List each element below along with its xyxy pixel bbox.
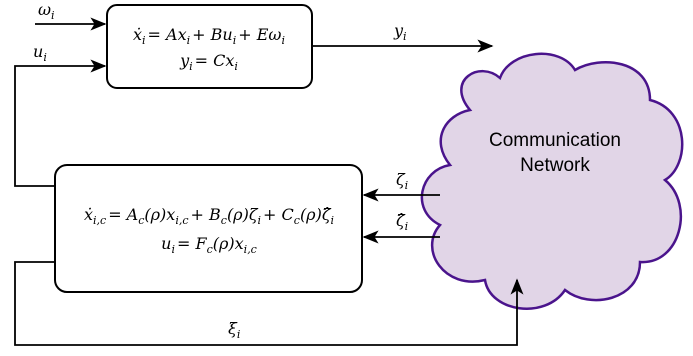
controller-block xyxy=(54,164,363,293)
zeta-label: ζi xyxy=(396,170,408,192)
xi-label: ξi xyxy=(228,319,240,341)
xi-arrow xyxy=(14,261,524,346)
zeta-hat-label: ζ̂i xyxy=(396,211,408,233)
communication-network-cloud xyxy=(420,52,684,310)
controller-equation-output: ui= Fc(ρ)xi,c xyxy=(161,234,257,256)
u-label: ui xyxy=(33,42,47,64)
network-label-line2: Network xyxy=(520,155,590,176)
plant-equation-state: ẋi= Axi+ Bui+ Eωi xyxy=(133,25,285,47)
u-feedback-arrow xyxy=(14,59,107,187)
y-label: yi xyxy=(393,21,407,43)
plant-equation-output: yi= Cxi xyxy=(179,51,238,73)
controller-equation-state: ẋi,c= Ac(ρ)xi,c+ Bc(ρ)ζi+ Cc(ρ)ζ̂i xyxy=(84,205,334,227)
omega-label: ωi xyxy=(38,0,55,22)
network-label-line1: Communication xyxy=(489,130,621,151)
